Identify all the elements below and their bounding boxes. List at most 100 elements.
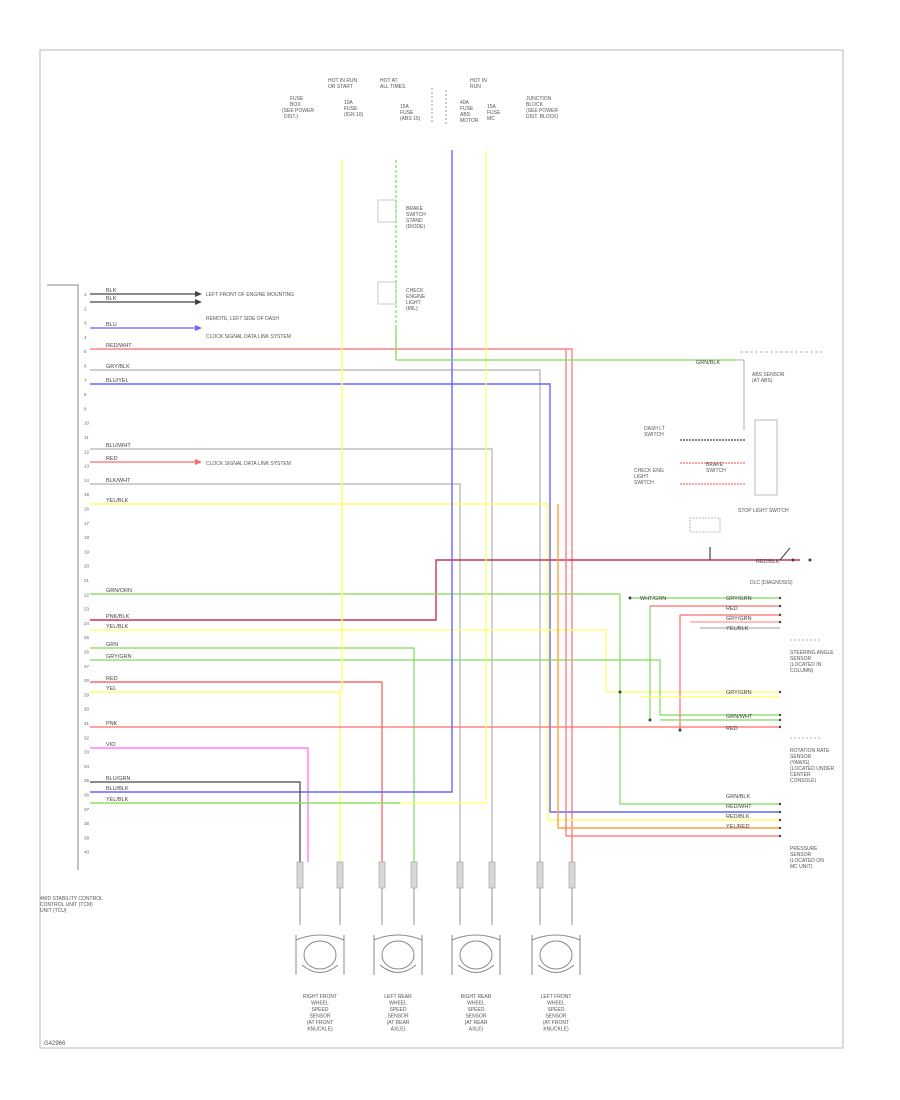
right-label: SENSOR (790, 852, 812, 858)
wire-label: BLK (106, 296, 117, 302)
right-label: SWITCH (644, 432, 664, 438)
pin-number: 17 (84, 521, 90, 526)
right-label: SENSOR (790, 656, 812, 662)
fuse-label: DIST.) (284, 114, 298, 120)
fuse-label: 15A (487, 104, 497, 110)
wire-label: GRN/ORN (106, 588, 132, 594)
wire-gray (90, 369, 541, 862)
fuse-label: ALL TIMES (380, 84, 406, 90)
wire-yellow (90, 503, 780, 821)
wheel-sensor-label: WHEEL (389, 1001, 407, 1007)
pin-number: 32 (84, 735, 90, 740)
right-label: SWITCH (706, 468, 726, 474)
pin-number: 7 (84, 378, 87, 383)
connector-pigtail (568, 861, 576, 889)
pin-number: 38 (84, 821, 90, 826)
wheel-sensor-label: RIGHT REAR (461, 994, 492, 1000)
wheel-sensor-label: (AT REAR (465, 1020, 488, 1026)
right-label: ROTATION RATE (790, 748, 830, 754)
wire-label: BLU/BLK (106, 786, 129, 792)
right-label: STOP LIGHT SWITCH (738, 508, 789, 514)
right-label: (LOCATED UNDER (790, 766, 834, 772)
pin-number: 28 (84, 678, 90, 683)
wheel-sensor-body (373, 934, 423, 975)
right-label: PRESSURE (790, 846, 818, 852)
fuse-label: FUSE (487, 110, 501, 116)
pin-number: 36 (84, 793, 90, 798)
wire-red-black (90, 559, 800, 621)
wire-yellow (90, 150, 487, 804)
pin-number: 26 (84, 650, 90, 655)
pin-number: 14 (84, 478, 90, 483)
wire-label: BLU (106, 322, 117, 328)
pin-number: 20 (84, 564, 90, 569)
wheel-sensor-label: SENSOR (309, 1014, 331, 1020)
wire-label: BLU/WHT (106, 443, 131, 449)
right-label: DASH LT (644, 426, 665, 432)
wheel-sensor-label: SPEED (390, 1007, 407, 1013)
right-label: (LOCATED ON (790, 858, 824, 864)
pin-number: 37 (84, 807, 90, 812)
pin-number: 1 (84, 292, 87, 297)
wire-label: BLU/GRN (106, 776, 130, 782)
wire-yellow (90, 691, 341, 862)
pin-number: 11 (84, 435, 89, 440)
fuse-label: (SEE POWER (282, 108, 314, 114)
wheel-sensor-label: (AT REAR (387, 1020, 410, 1026)
wheel-sensor-label: KNUCKLE) (543, 1027, 569, 1033)
right-label: CENTER (790, 772, 811, 778)
wire-label: BLU/YEL (106, 378, 129, 384)
dest-label: CLOCK SIGNAL DATA LINK SYSTEM (206, 461, 291, 467)
wheel-sensor-label: SENSOR (545, 1014, 567, 1020)
wires (90, 150, 800, 862)
wheel-sensor-label: RIGHT FRONT (303, 994, 337, 1000)
connector-label: SWITCH (406, 212, 426, 218)
wire-label: RED/BLK (726, 814, 750, 820)
wheel-sensor-label: AXLE) (469, 1027, 484, 1033)
pin-number: 21 (84, 578, 90, 583)
wire-label: RED (106, 456, 118, 462)
connector-pin-numbers: 1234567891011121314151617181920212223242… (84, 292, 90, 855)
connector-label: (MIL) (406, 306, 418, 312)
wheel-sensor-label: (AT FRONT (307, 1020, 333, 1026)
connector-label: BRAKE (406, 206, 424, 212)
wire-label: RED (726, 606, 738, 612)
wire-label: VIO (106, 742, 116, 748)
diagram-frame (39, 49, 844, 1049)
wire-label: RED/WHT (726, 804, 752, 810)
pin-number: 29 (84, 692, 90, 697)
fuse-label: FUSE (290, 96, 304, 102)
right-wire-labels: GRN/BLK RED/BLK WHT/GRN GRY/GRN RED GRY/… (640, 360, 780, 830)
wire-label: GRY/GRN (726, 616, 752, 622)
wheel-sensor-rotor (381, 940, 415, 970)
pin-number: 3 (84, 321, 87, 326)
wire-red (90, 348, 573, 862)
arrowheads (195, 291, 202, 465)
wire-green (90, 647, 415, 862)
wire-green (90, 659, 780, 716)
right-label: CONSOLE) (790, 778, 816, 784)
fuse-box-dividers (431, 88, 447, 126)
pin-number: 27 (84, 664, 90, 669)
control-unit-label-line: 4WD STABILITY CONTROL (40, 896, 103, 902)
wire-label: GRN/BLK (726, 794, 750, 800)
wire-label: PNK (106, 721, 118, 727)
wire-label: YEL/BLK (106, 624, 129, 630)
wire-label: RED (726, 726, 738, 732)
pin-number: 2 (84, 306, 87, 311)
fuse-label: HOT AT (380, 78, 398, 84)
fuse-label: MC (487, 116, 495, 122)
control-unit-label: 4WD STABILITY CONTROL CONTROL UNIT (TCM)… (40, 896, 103, 914)
terminal-pins (618, 596, 782, 838)
wire-label: YEL/BLK (726, 626, 749, 632)
fuse-label: DIST. BLOCK) (526, 114, 559, 120)
wire-label: RED (106, 676, 118, 682)
fuse-label: (SEE POWER (526, 108, 558, 114)
wheel-sensor-label: SPEED (312, 1007, 329, 1013)
pin-number: 13 (84, 464, 90, 469)
wire-label: YEL (106, 686, 116, 692)
wire-label: WHT/GRN (640, 596, 666, 602)
